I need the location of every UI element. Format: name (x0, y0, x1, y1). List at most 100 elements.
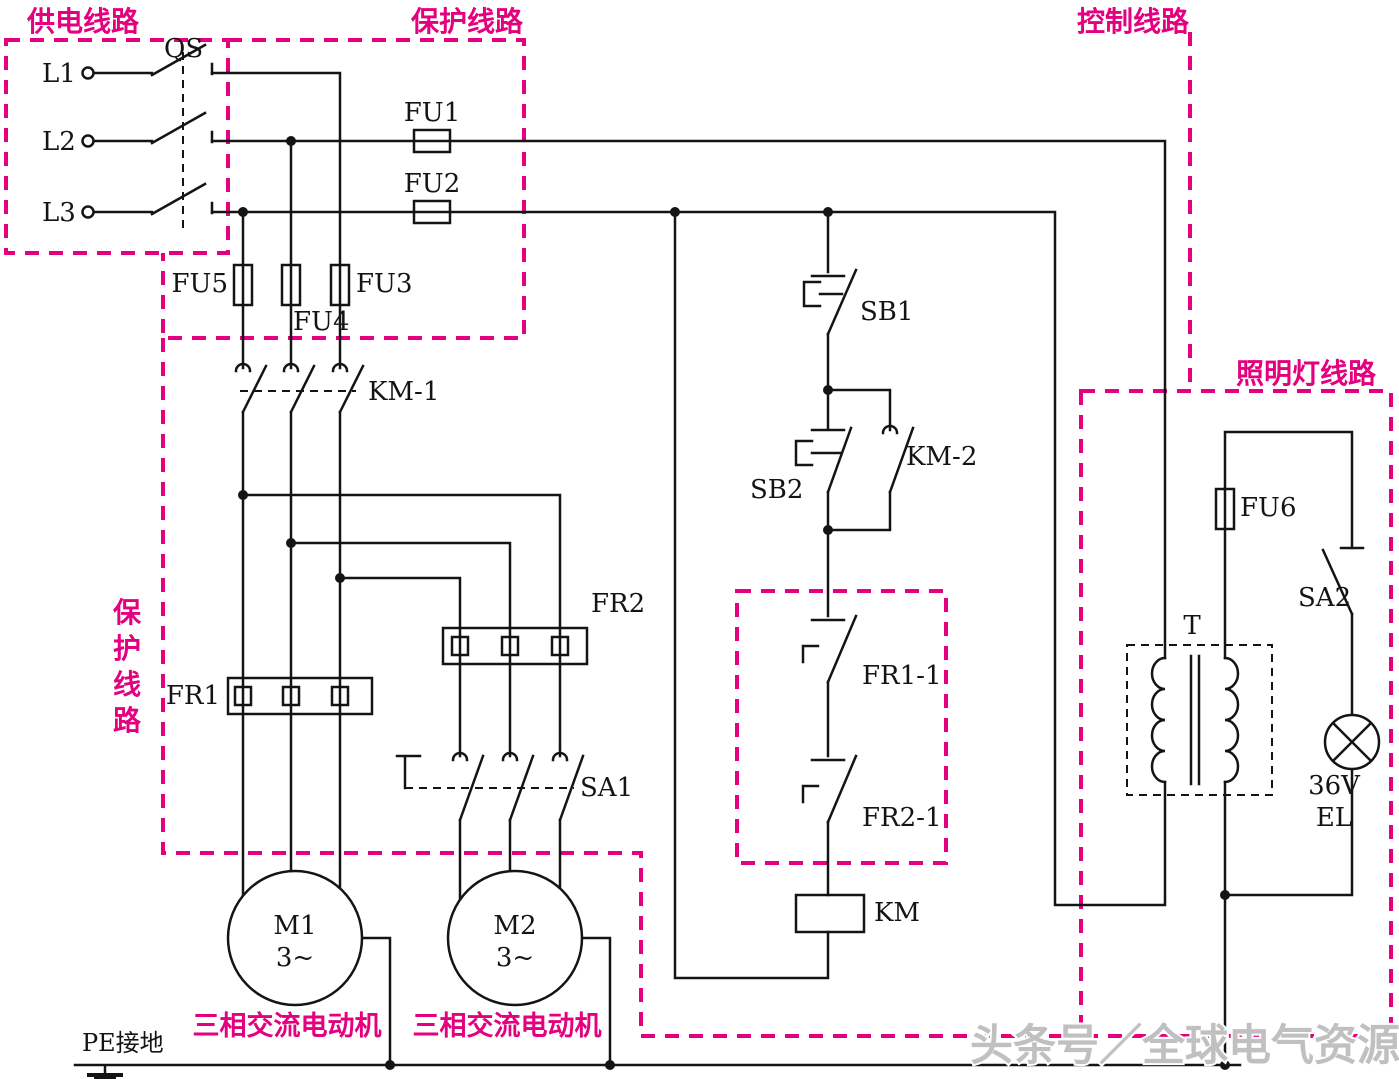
label-sa2: SA2 (1298, 583, 1351, 613)
motors (226, 869, 584, 1007)
label-m1: M1 (273, 911, 316, 941)
label-lamp-el: EL (1316, 803, 1352, 833)
label-fu1: FU1 (404, 98, 461, 128)
label-fr1-contact: FR1-1 (862, 661, 942, 691)
control-loop-wires (673, 210, 892, 980)
junction (286, 136, 296, 146)
label-protection-region: 保护线路 (411, 5, 524, 38)
ground-symbol (87, 1073, 123, 1079)
label-control-region: 控制线路 (1077, 5, 1190, 38)
km-coil (794, 893, 866, 934)
sb1-stop-button (802, 268, 858, 336)
fuse-fu4 (280, 263, 302, 307)
junction (385, 1060, 395, 1070)
transformer-core (1189, 654, 1201, 786)
terminal-l2 (81, 134, 95, 148)
label-qs: QS (164, 34, 203, 64)
fr2-nc-contact (801, 754, 858, 824)
thermal-contacts-region-box (735, 589, 948, 865)
sa1-switch (395, 751, 585, 822)
label-m1-phase: 3~ (276, 943, 314, 973)
label-fu6: FU6 (1240, 493, 1297, 523)
transformer-primary-coil (1150, 656, 1167, 784)
label-l3: L3 (42, 198, 76, 228)
fr2-heater (500, 635, 520, 657)
terminal-l1 (81, 66, 95, 80)
transformer-secondary-coil (1223, 656, 1240, 784)
label-l1: L1 (42, 59, 76, 89)
label-m2-phase: 3~ (496, 943, 534, 973)
label-power-region: 供电线路 (26, 5, 140, 38)
fuse-fu6 (1214, 487, 1236, 531)
sb2-start-button (794, 426, 853, 494)
km1-contact-arcs (234, 362, 349, 373)
junction (335, 573, 345, 583)
motor-m2-circle (446, 869, 584, 1007)
fuse-fu3 (329, 263, 351, 307)
junction (1220, 890, 1230, 900)
fr1-nc-contact (801, 614, 858, 684)
protection-top-region-box (161, 38, 526, 340)
km1-main-contacts (234, 362, 365, 414)
junction (238, 207, 248, 217)
junction (1220, 1060, 1230, 1070)
qs-blades (150, 43, 207, 216)
sa1-handle (395, 754, 422, 790)
power-region-box (4, 38, 230, 255)
junction (823, 385, 833, 395)
protection-left-region-box (161, 338, 1081, 1038)
fr1-body (226, 676, 374, 716)
sa2-switch (1321, 546, 1365, 616)
lamp-cross (1331, 721, 1373, 763)
label-transformer: T (1183, 611, 1201, 641)
motor-branch-wires (241, 410, 612, 1067)
junction (238, 490, 248, 500)
sa1-contact-arcs (451, 751, 569, 762)
lighting-devices (1126, 546, 1381, 796)
label-km1: KM-1 (368, 377, 439, 407)
lighting-wires (1223, 430, 1354, 1067)
label-lighting-region: 照明灯线路 (1236, 357, 1377, 390)
junction (605, 1060, 615, 1070)
ground-bars (87, 1073, 123, 1079)
caption-motor-m2: 三相交流电动机 (413, 1010, 602, 1042)
label-fu5: FU5 (172, 269, 229, 299)
km1-blades (241, 364, 365, 414)
watermark-text: 头条号／全球电气资源 (970, 1021, 1399, 1071)
fr1-heater (281, 685, 301, 707)
fuses (232, 128, 1236, 531)
label-fr1: FR1 (166, 681, 220, 711)
fuse-fu5 (232, 263, 254, 307)
lighting-region-box (1079, 389, 1393, 1038)
fuse-fu2 (412, 199, 452, 225)
component-labels: L1 L2 L3 QS FU1 FU2 FU5 FU4 FU3 KM-1 FR2… (42, 34, 1361, 1057)
km2-aux-contact (881, 424, 915, 494)
label-km2: KM-2 (906, 442, 977, 472)
control-devices (794, 268, 915, 934)
fr2-heater (550, 635, 570, 657)
label-lamp-voltage: 36V (1308, 771, 1361, 801)
label-pe-ground: PE接地 (82, 1029, 164, 1057)
fuse-fu1 (412, 128, 452, 154)
fr1-heater (330, 685, 350, 707)
region-outlines (4, 32, 1393, 1038)
label-l2: L2 (42, 127, 76, 157)
wires (73, 71, 1354, 1077)
label-km-coil: KM (874, 898, 920, 928)
motor-m1-circle (226, 869, 364, 1007)
label-fu2: FU2 (404, 169, 461, 199)
label-protection-vertical: 保护线路 (113, 596, 142, 737)
junction (670, 207, 680, 217)
transformer-box (1126, 644, 1273, 796)
junction (823, 525, 833, 535)
thermal-relays (226, 626, 589, 716)
power-feed-wires (91, 71, 1167, 907)
label-m2: M2 (493, 911, 536, 941)
label-fr2-contact: FR2-1 (862, 803, 942, 833)
caption-motor-m1: 三相交流电动机 (193, 1010, 382, 1042)
label-fu4: FU4 (293, 307, 350, 337)
fr2-body (441, 626, 589, 666)
label-sa1: SA1 (580, 773, 633, 803)
junction (286, 538, 296, 548)
